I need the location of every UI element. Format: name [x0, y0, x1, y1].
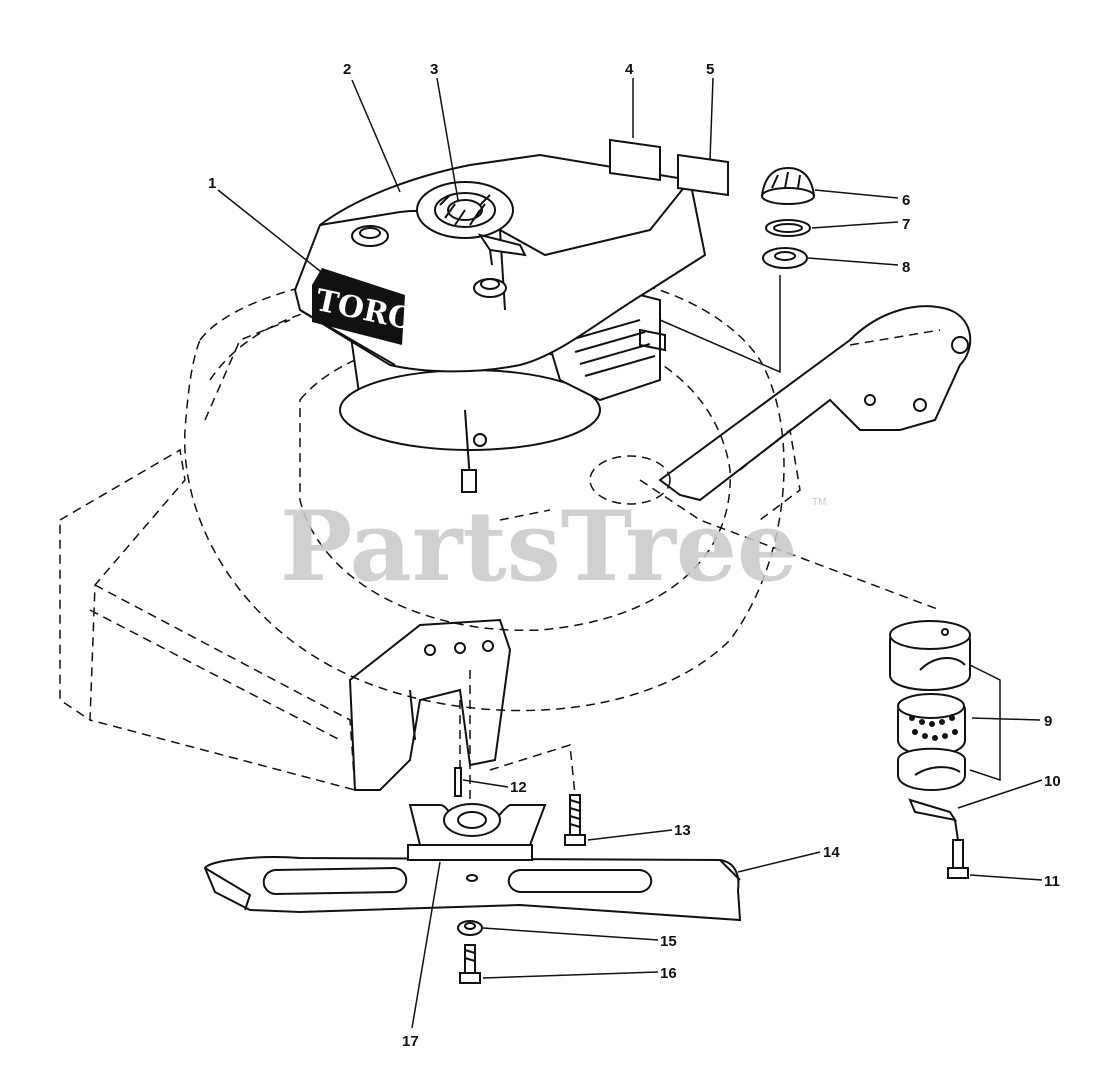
blade-assembly — [203, 670, 742, 984]
callout-5: 5 — [706, 61, 714, 78]
callout-3: 3 — [430, 61, 438, 78]
callout-13: 13 — [674, 822, 691, 839]
callout-14: 14 — [823, 844, 840, 861]
callout-6: 6 — [902, 192, 910, 209]
callout-numbers: 1 2 3 4 5 6 7 8 9 10 11 12 13 14 15 16 1… — [208, 61, 1061, 1050]
callout-16: 16 — [660, 965, 677, 982]
callout-11: 11 — [1044, 873, 1060, 890]
watermark-tm: TM — [812, 497, 826, 508]
callout-10: 10 — [1044, 773, 1061, 790]
callout-2: 2 — [343, 61, 351, 78]
callout-12: 12 — [510, 779, 527, 796]
callout-7: 7 — [902, 216, 910, 233]
callout-1: 1 — [208, 175, 216, 192]
callout-9: 9 — [1044, 713, 1052, 730]
decals — [609, 138, 729, 197]
callout-17: 17 — [402, 1033, 419, 1050]
callout-15: 15 — [660, 933, 677, 950]
air-filter-assembly — [639, 479, 1001, 879]
handle-bracket-rear — [658, 305, 972, 502]
callout-8: 8 — [902, 259, 910, 276]
callout-4: 4 — [625, 61, 634, 78]
engine-assembly: TORO — [293, 153, 707, 493]
leader-lines — [217, 77, 1043, 1029]
watermark: PartsTree — [280, 490, 798, 603]
handle-bracket-front — [348, 618, 512, 791]
knob-washer-stack — [659, 166, 816, 374]
